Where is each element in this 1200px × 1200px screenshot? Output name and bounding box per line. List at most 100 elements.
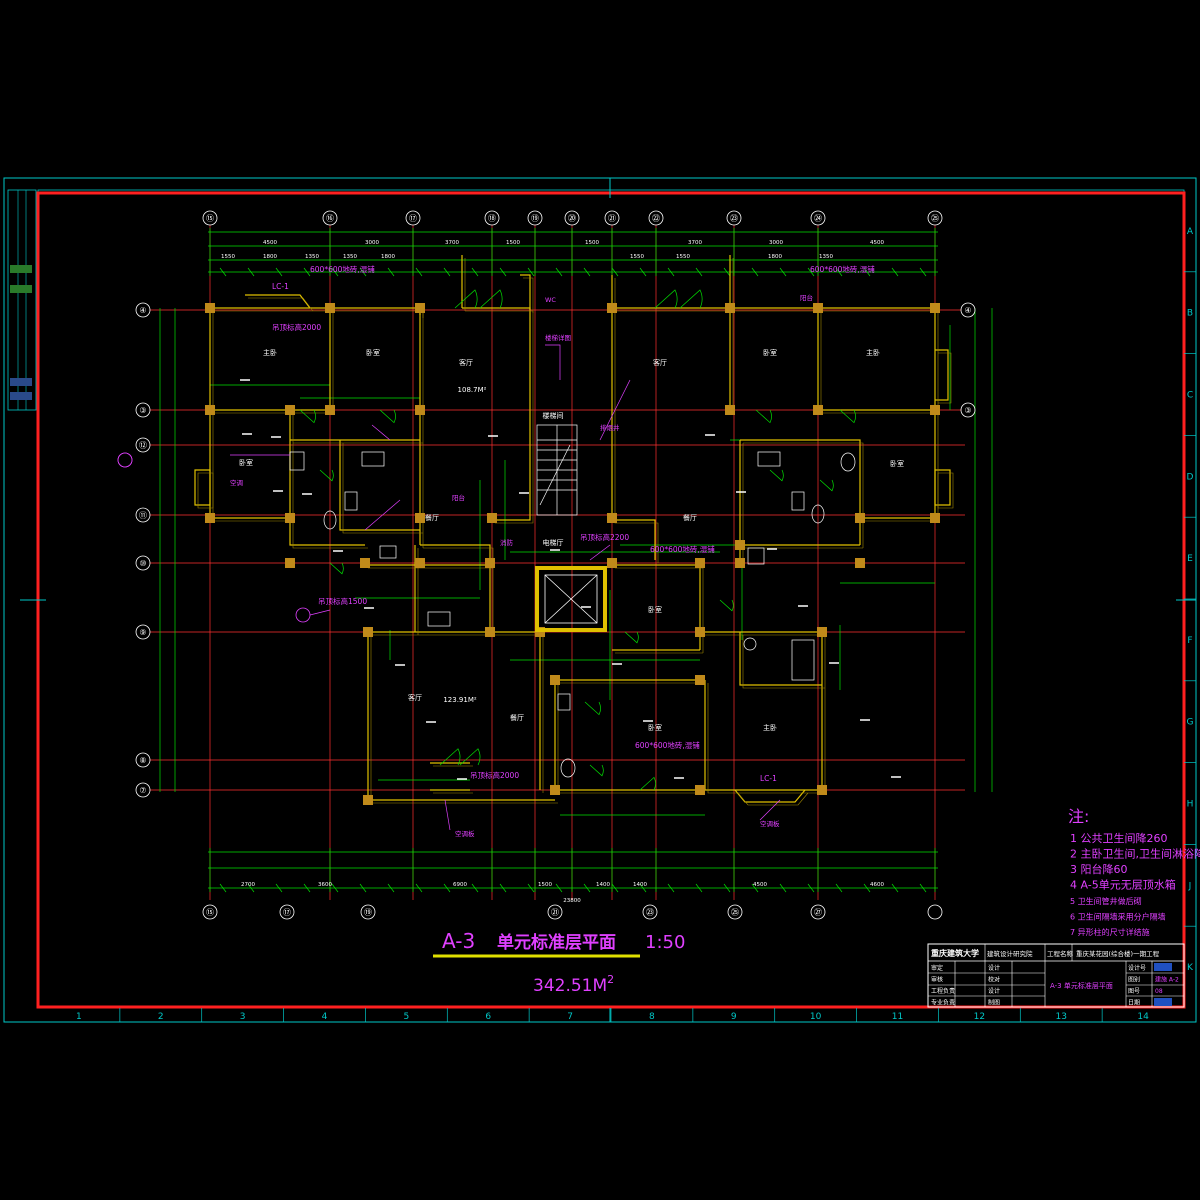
dim-text-bottom: 4600	[870, 882, 884, 888]
wall-path	[611, 308, 656, 560]
room-label: 电梯厅	[543, 538, 564, 547]
structural-column	[607, 303, 617, 313]
callout-text: 空调	[230, 478, 243, 487]
door-swing-arc	[839, 409, 856, 424]
axis-bubble-label: ⑰	[283, 908, 291, 917]
callout-text: 阳台	[452, 493, 465, 502]
dim-text-top: 1350	[305, 254, 319, 260]
callout-text: LC-1	[272, 282, 289, 291]
wall-path	[245, 294, 311, 309]
wall-path	[289, 410, 365, 546]
dim-tick	[471, 267, 479, 277]
axis-bubble-label: ㉑	[608, 214, 616, 223]
axis-bubble-bottom	[202, 904, 218, 920]
dim-tick	[583, 883, 591, 893]
axis-bubble-label: ㉕	[931, 214, 939, 223]
callout-text: 空调板	[760, 819, 780, 828]
tb-row-label: 工程负责	[931, 987, 955, 995]
wall-inner-line	[523, 277, 534, 313]
dim-tick	[807, 883, 815, 893]
dim-tick	[611, 883, 619, 893]
note-item: 6 卫生间隔墙采用分户隔墙	[1070, 912, 1166, 922]
structural-column	[725, 405, 735, 415]
structural-column	[817, 785, 827, 795]
callout-text: 吊顶标高2200	[580, 532, 629, 542]
axis-bubble-label: ⑯	[326, 214, 334, 223]
axis-bubble-bottom	[810, 904, 826, 920]
dim-text-top: 3700	[688, 240, 702, 246]
door-swing-arc	[755, 409, 772, 424]
tb-row-label: 设计号	[1128, 964, 1146, 972]
dim-tick	[723, 267, 731, 277]
notes-heading: 注:	[1068, 807, 1089, 826]
tb-row-label: 图号	[1128, 988, 1140, 995]
axis-bubble-left	[135, 555, 151, 571]
dim-text-bottom: 3600	[318, 882, 332, 888]
grid-col-label: 10	[810, 1012, 822, 1022]
axis-bubble-top	[405, 210, 421, 226]
axis-bubble-label: ㉔	[814, 214, 822, 223]
door-swing-arc	[329, 562, 344, 575]
structural-column	[930, 303, 940, 313]
callout-text: 阳台	[800, 293, 813, 302]
axis-bubble-bottom	[547, 904, 563, 920]
dim-tick	[863, 883, 871, 893]
structural-column	[415, 513, 425, 523]
dim-tick	[891, 267, 899, 277]
dim-tick	[919, 883, 927, 893]
tb-drawing-name: A-3 单元标准层平面	[1050, 981, 1113, 990]
walls	[194, 255, 954, 806]
dim-text-top: 1500	[506, 240, 520, 246]
wall-path	[935, 349, 949, 401]
room-label: 餐厅	[510, 713, 524, 722]
room-label: 主卧	[866, 348, 880, 357]
door-swing-arc	[584, 701, 601, 716]
axis-bubble-label: ⑲	[531, 214, 539, 223]
door-swing-arc	[624, 631, 639, 644]
grid-col-label: 6	[485, 1012, 491, 1022]
grid-col-label: 1	[76, 1012, 82, 1022]
axis-bubble-label: ㉗	[814, 908, 822, 917]
dim-tick	[303, 267, 311, 277]
axis-bubble-label: ㉒	[652, 214, 660, 223]
axis-bubble-top	[322, 210, 338, 226]
grid-col-label: 2	[158, 1012, 164, 1022]
axis-bubble-bottom	[727, 904, 743, 920]
wall-path	[817, 308, 935, 411]
wall-inner-line	[213, 311, 334, 414]
grid-row-label: H	[1187, 800, 1194, 810]
structural-column	[550, 675, 560, 685]
wall-path	[520, 274, 531, 310]
dim-tick	[891, 883, 899, 893]
axis-bubble-right	[960, 302, 976, 318]
wall-inner-line	[557, 683, 703, 794]
title-block: 重庆建筑大学 建筑设计研究院 工程名称 重庆某花园(综合楼)一期工程 A-3 单…	[927, 943, 1185, 1008]
dim-text-top: 3000	[769, 240, 783, 246]
axis-bubble-label: ⑮	[206, 214, 214, 223]
axis-bubble-top	[202, 210, 218, 226]
dim-tick	[667, 883, 675, 893]
dim-tick	[807, 267, 815, 277]
dim-tick	[611, 267, 619, 277]
dim-text-top: 1800	[381, 254, 395, 260]
wall-path	[430, 762, 470, 791]
dim-tick	[443, 267, 451, 277]
structural-column	[930, 405, 940, 415]
wall-path	[367, 632, 555, 801]
callout-leader	[589, 544, 611, 561]
callout-text: 600*600地砖,湿铺	[810, 264, 875, 274]
structural-column	[205, 513, 215, 523]
axis-bubble-label: ⑳	[568, 214, 576, 223]
dim-text-bottom: 4500	[753, 882, 767, 888]
callout-text: 600*600地砖,湿铺	[310, 264, 375, 274]
dim-tick	[555, 883, 563, 893]
dim-tick	[667, 267, 675, 277]
wall-inner-line	[820, 311, 938, 414]
dim-tick	[751, 883, 759, 893]
callout-text: WC	[545, 296, 556, 304]
callout-text: 600*600地砖,湿铺	[650, 544, 715, 554]
axis-bubble-top	[604, 210, 620, 226]
